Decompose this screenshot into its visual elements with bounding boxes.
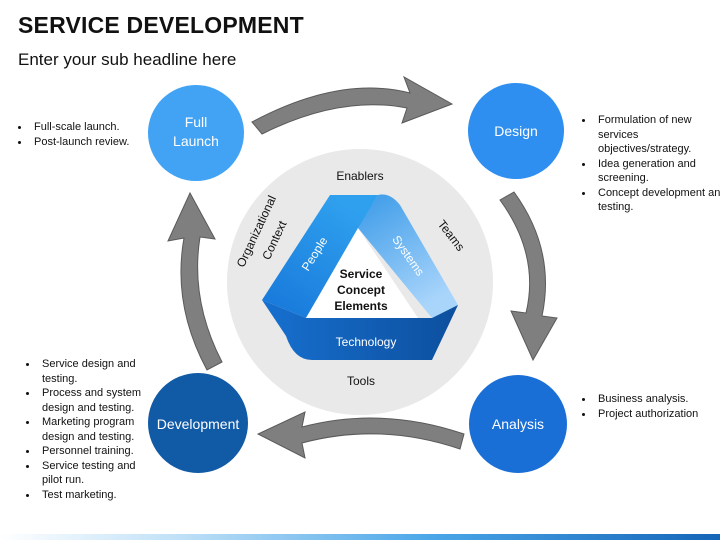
service-concept-triangle [262,194,458,360]
list-item: Service testing and pilot run. [38,459,158,488]
list-item: Service design and testing. [38,357,158,386]
tools-label: Tools [347,374,375,388]
arrow-analysis-to-development [256,411,465,459]
ribbon-systems [358,194,458,318]
development-label: Development [157,416,240,432]
list-item: Process and system design and testing. [38,386,158,415]
analysis-circle [469,375,567,473]
core-line1: Service [340,267,383,281]
arrow-development-to-launch [167,191,223,371]
page-subtitle: Enter your sub headline here [18,50,237,69]
design-circle [468,83,564,179]
list-item: Formulation of new services objectives/s… [594,113,720,157]
full-launch-circle [148,85,244,181]
ribbon-technology [262,300,458,360]
analysis-bullets: Business analysis. Project authorization [578,392,720,421]
list-item: Personnel training. [38,444,158,459]
enablers-label: Enablers [336,169,383,183]
full-launch-bullets: Full-scale launch. Post-launch review. [14,120,180,149]
cycle-arrows [167,75,558,459]
list-item: Marketing program design and testing. [38,415,158,444]
design-label: Design [494,123,538,139]
full-launch-label-line2: Launch [173,133,219,149]
list-item: Project authorization [594,407,720,422]
full-launch-label-line1: Full [185,114,208,130]
list-item: Concept development and testing. [594,186,720,215]
core-line2: Concept [337,283,385,297]
technology-label: Technology [336,335,397,349]
list-item: Test marketing. [38,488,158,503]
list-item: Full-scale launch. [30,120,180,135]
development-bullets: Service design and testing. Process and … [22,357,158,502]
page-title: SERVICE DEVELOPMENT [18,12,304,38]
design-bullets: Formulation of new services objectives/s… [578,113,720,215]
ribbon-people [262,195,378,318]
list-item: Idea generation and screening. [594,157,720,186]
arrow-launch-to-design [251,75,454,135]
core-line3: Elements [334,299,388,313]
bottom-accent-bar [0,534,720,540]
list-item: Post-launch review. [30,135,180,150]
arrow-design-to-analysis [499,191,558,362]
triangle-core [306,228,418,318]
development-circle [148,373,248,473]
list-item: Business analysis. [594,392,720,407]
analysis-label: Analysis [492,416,544,432]
